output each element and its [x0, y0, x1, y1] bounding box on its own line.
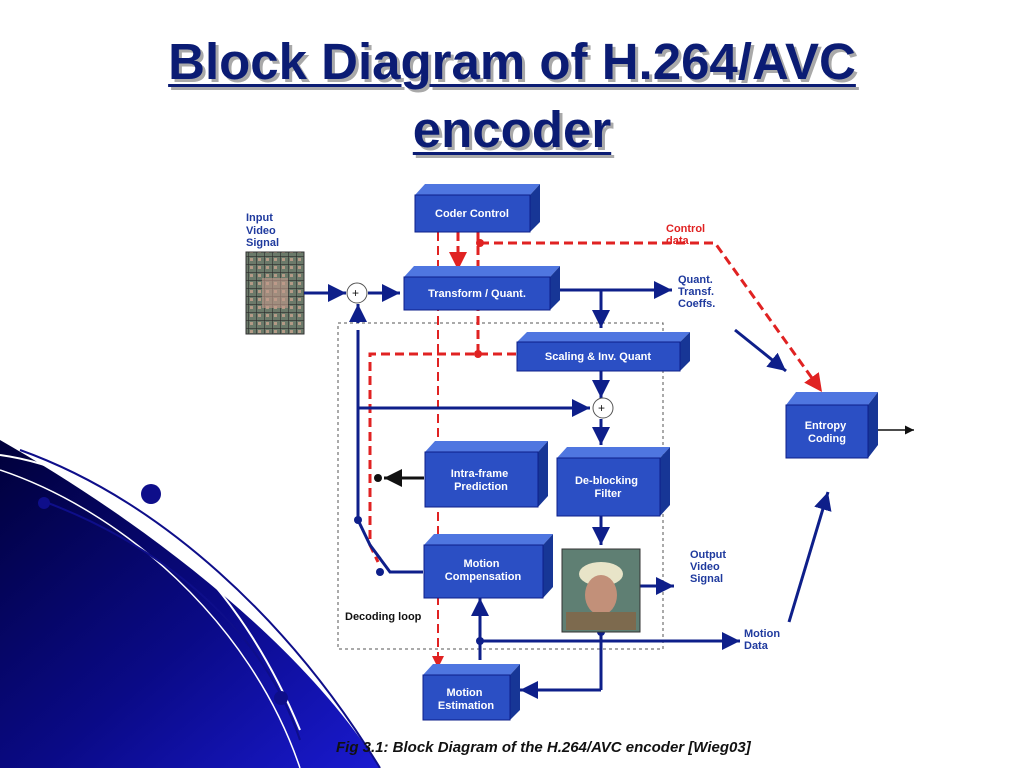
- svg-text:Coder Control: Coder Control: [435, 208, 509, 220]
- decor-dot-small: [38, 497, 50, 509]
- quant-coeffs-label: Quant. Transf. Coeffs.: [678, 274, 717, 310]
- svg-text:+: +: [598, 401, 605, 415]
- svg-text:Intra-frame Prediction: Intra-frame Prediction: [451, 468, 512, 493]
- page-title: Block Diagram of H.264/AVC: [168, 33, 856, 90]
- page-title-line2: encoder: [412, 101, 612, 158]
- loop-junction: [354, 516, 362, 524]
- input-video-thumbnail: [245, 251, 305, 335]
- control-junction: [474, 350, 482, 358]
- summing-node-reconstruction: +: [592, 397, 614, 419]
- data-flow-lines: [304, 281, 832, 699]
- motion-junction: [476, 637, 484, 645]
- entropy-coding-block: Entropy Coding: [785, 392, 878, 459]
- figure-caption: Fig 3.1: Block Diagram of the H.264/AVC …: [336, 739, 752, 756]
- svg-text:+: +: [352, 286, 359, 300]
- motion-data-label: Motion Data: [744, 628, 783, 652]
- output-video-thumbnail: [561, 548, 641, 633]
- transform-quant-block: Transform / Quant.: [403, 266, 560, 311]
- intra-output-node: [374, 474, 382, 482]
- decor-dot-medium: [274, 691, 288, 705]
- svg-text:Motion Estimation: Motion Estimation: [438, 687, 495, 712]
- coder-control-block: Coder Control: [414, 184, 540, 233]
- svg-text:Transform / Quant.: Transform / Quant.: [428, 288, 526, 300]
- intra-prediction-block: Intra-frame Prediction: [424, 441, 548, 508]
- decoding-loop-label: Decoding loop: [345, 611, 422, 623]
- scaling-inv-quant-block: Scaling & Inv. Quant: [516, 332, 690, 372]
- deblocking-filter-block: De-blocking Filter: [556, 447, 670, 517]
- decor-dot-large: [141, 484, 161, 504]
- control-data-label: Control data: [666, 223, 708, 247]
- svg-text:Scaling & Inv. Quant: Scaling & Inv. Quant: [545, 351, 651, 363]
- output-video-label: Output Video Signal: [690, 549, 729, 585]
- svg-text:Entropy Coding: Entropy Coding: [805, 420, 850, 445]
- loop-junction: [376, 568, 384, 576]
- summing-node-input: +: [346, 282, 368, 304]
- decorative-corner: [0, 440, 381, 768]
- motion-estimation-block: Motion Estimation: [422, 664, 520, 721]
- svg-text:De-blocking Filter: De-blocking Filter: [575, 475, 641, 500]
- motion-compensation-block: Motion Compensation: [423, 534, 553, 599]
- control-junction: [476, 239, 484, 247]
- input-video-label: Input Video Signal: [246, 212, 279, 249]
- svg-text:Motion Compensation: Motion Compensation: [445, 558, 522, 583]
